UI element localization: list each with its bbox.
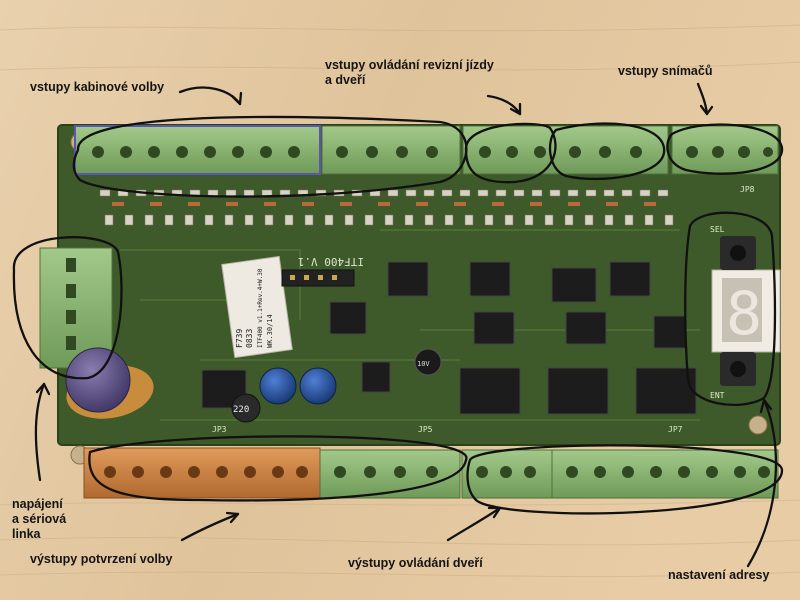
arrow-power (34, 382, 46, 482)
capacitors: 220 10V (65, 347, 442, 423)
bottom-terminal-block-middle (319, 449, 461, 499)
label-confirm-outputs-text: výstupy potvrzení volby (30, 552, 173, 566)
smd-component-rows (99, 189, 674, 226)
capacitor-marking: 10V (417, 360, 430, 368)
wood-grain (0, 24, 800, 578)
annotation-marks (12, 82, 784, 568)
circle-power (12, 236, 123, 380)
circle-confirm-outputs (88, 435, 468, 502)
label-sensor-inputs: vstupy snímačů (618, 64, 712, 79)
address-setting-module: 8 SEL ENT (710, 225, 781, 400)
label-power: napájení a sériová linka (12, 497, 66, 542)
label-inspection-inputs: vstupy ovládání revizní jízdy a dveří (325, 58, 494, 88)
circle-sensor-inputs (666, 123, 784, 175)
top-terminal-block-cabin (74, 125, 321, 175)
circle-inspection-inputs (464, 122, 557, 184)
jumper-label-jp5: JP5 (418, 425, 433, 434)
bottom-terminal-block-orange (83, 447, 321, 499)
bottom-terminal-block-right (551, 449, 779, 499)
integrated-circuits (201, 261, 697, 415)
label-power-line-2: a sériová (12, 512, 67, 526)
label-inspection-line-2: a dveří (325, 73, 366, 87)
arrow-confirm (180, 512, 240, 542)
ent-button-label: ENT (710, 391, 725, 400)
label-inspection-line-1: vstupy ovládání revizní jízdy (325, 58, 494, 72)
label-address-setting: nastavení adresy (668, 568, 769, 583)
diode-row (112, 202, 656, 206)
sticker-line-4: WK.30/14 (266, 314, 274, 348)
seven-segment-digit: 8 (726, 279, 762, 349)
jumper-label-jp7: JP7 (668, 425, 683, 434)
sticker-line-2: 0833 (245, 329, 254, 348)
arrow-doors (446, 506, 502, 542)
jumper-label-jp3: JP3 (212, 425, 227, 434)
circle-door-outputs (466, 444, 784, 515)
sticker-line-3: ITF400 v1.1+Rev.4+W.30 (257, 268, 264, 348)
label-cabin-inputs-text: vstupy kabinové volby (30, 80, 165, 94)
arrow-inspection (486, 94, 522, 116)
label-sensor-inputs-text: vstupy snímačů (618, 64, 713, 78)
label-address-setting-text: nastavení adresy (668, 568, 770, 582)
inductor-marking: 220 (233, 405, 249, 415)
arrow-sensors (696, 82, 709, 116)
top-terminal-block-sensors (671, 125, 779, 175)
circle-inspection-inputs-2 (548, 122, 666, 181)
label-door-outputs-text: výstupy ovládání dveří (348, 556, 483, 570)
label-door-outputs: výstupy ovládání dveří (348, 556, 483, 571)
sel-button-label: SEL (710, 225, 725, 234)
label-cabin-inputs: vstupy kabinové volby (30, 80, 164, 95)
circle-address (684, 211, 777, 406)
top-terminal-block-inspection (462, 125, 669, 175)
silkscreen-title: ITF400 V.1 (298, 255, 364, 268)
jumper-label-jp8: JP8 (740, 185, 755, 194)
bottom-terminal-block-doors (461, 449, 553, 499)
sticker-line-1: F739 (235, 329, 244, 348)
label-confirm-outputs: výstupy potvrzení volby (30, 552, 172, 567)
label-power-line-1: napájení (12, 497, 63, 511)
label-power-line-3: linka (12, 527, 41, 541)
circle-cabin-inputs (72, 115, 468, 198)
arrow-address (746, 398, 778, 568)
top-terminal-block-middle (321, 125, 461, 175)
pin-header (281, 269, 355, 287)
label-sticker: F739 0833 ITF400 v1.1+Rev.4+W.30 WK.30/1… (221, 255, 293, 359)
